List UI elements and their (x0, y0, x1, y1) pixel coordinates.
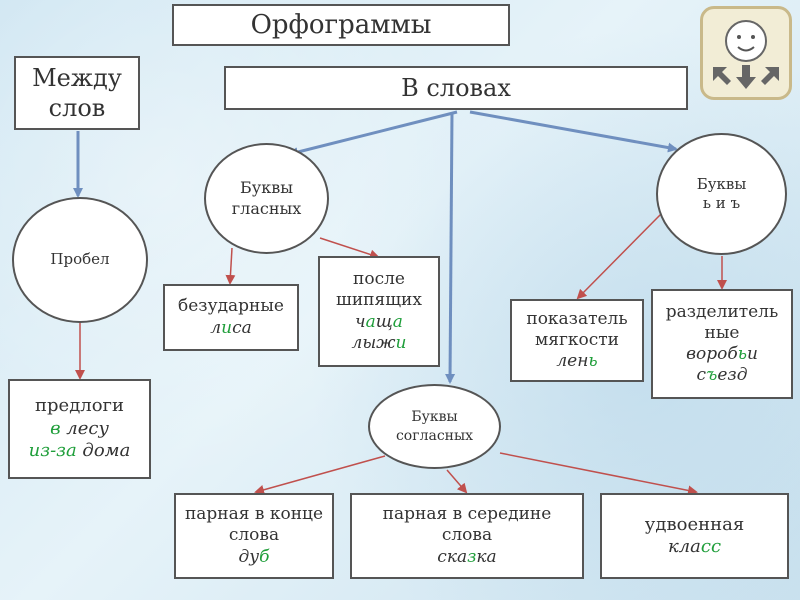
sep-ex2-b: ъ (706, 365, 718, 386)
prep-ex1-b: лесу (60, 417, 109, 439)
in-words-box: В словах (224, 66, 688, 110)
arrow-inwords-to-soft (469, 110, 678, 153)
prep-ex1-a: в (50, 417, 61, 439)
paired-mid-example: сказка (437, 547, 496, 568)
arrow-right-down-icon[interactable] (761, 67, 779, 85)
space-circle: Пробел (12, 197, 148, 323)
softness-label-1: показатель (526, 308, 628, 329)
sep-ex1-a: вороб (686, 344, 738, 364)
space-text: Пробел (50, 250, 110, 269)
consonants-line-1: Буквы (411, 409, 458, 426)
soft-hard-signs-circle: Буквы ь и ъ (656, 133, 787, 255)
unstressed-ex-part-3: са (232, 317, 252, 338)
separating-example-2: съезд (697, 365, 748, 386)
title-box: Орфограммы (172, 4, 510, 46)
separating-signs-box: разделитель ные воробьи съезд (651, 289, 793, 399)
prepositions-box: предлоги в лесу из-за дома (8, 379, 151, 479)
paired-end-example: дуб (238, 547, 269, 568)
arrow-left-down-icon[interactable] (713, 67, 731, 85)
sibilants-label-1: после (353, 269, 405, 289)
soft-ex-b: ь (588, 351, 598, 372)
separating-example-1: воробьи (686, 344, 758, 365)
soft-ex-a: лен (556, 351, 589, 372)
sibilants-label-2: шипящих (336, 290, 422, 311)
sibilants-example-1: чаща (355, 312, 403, 333)
prep-ex2-b: дома (76, 440, 131, 462)
title-text: Орфограммы (250, 9, 432, 40)
consonants-circle: Буквы согласных (368, 384, 501, 469)
softness-example: лень (556, 351, 597, 372)
paired-middle-box: парная в середине слова сказка (350, 493, 584, 579)
sib-ex1-b: а (365, 311, 376, 332)
paired-mid-label-1: парная в середине (382, 504, 552, 525)
arrow-consonants-to-middle (446, 469, 468, 494)
mid-ex-a: ска (437, 546, 468, 567)
sib-ex1-d: а (392, 311, 403, 332)
mid-ex-b: з (467, 546, 477, 567)
sep-ex2-a: с (696, 365, 707, 386)
between-words-box: Между слов (14, 56, 140, 130)
unstressed-ex-part-1: л (210, 317, 222, 338)
unstressed-ex-highlight: и (221, 317, 233, 338)
paired-end-label-1: парная в конце (184, 504, 324, 525)
prep-ex2-a: из-за (28, 440, 77, 462)
sib-ex1-a: ч (355, 311, 366, 332)
softness-label-2: мягкости (535, 329, 619, 350)
doubled-box: удвоенная класс (600, 493, 789, 579)
separating-label-2: ные (704, 322, 740, 343)
arrow-inwords-to-vowels (288, 110, 458, 157)
unstressed-label: безударные (178, 296, 284, 317)
prepositions-example-1: в лесу (50, 418, 109, 441)
doubled-example: класс (668, 536, 721, 559)
dbl-ex-b: сс (700, 536, 722, 557)
sep-ex1-c: и (746, 344, 758, 364)
softness-indicator-box: показатель мягкости лень (510, 299, 644, 382)
sib-ex1-c: щ (375, 311, 393, 332)
sib-ex2-b: и (395, 332, 407, 353)
arrow-vowels-to-unstressed (225, 247, 236, 285)
prepositions-label: предлоги (35, 395, 124, 417)
dbl-ex-a: кла (667, 536, 701, 557)
vowels-line-2: гласных (231, 198, 302, 218)
paired-mid-label-2: слова (441, 525, 493, 546)
navigation-widget[interactable] (700, 6, 792, 100)
arrow-down-icon[interactable] (736, 65, 756, 89)
between-words-line-1: Между (32, 64, 122, 92)
in-words-text: В словах (401, 74, 511, 102)
paired-end-box: парная в конце слова дуб (174, 493, 334, 579)
vowels-line-1: Буквы (240, 177, 293, 197)
mid-ex-c: ка (476, 546, 497, 567)
sib-ex2-a: лыж (351, 332, 396, 353)
arrow-consonants-to-doubled (499, 452, 698, 496)
after-sibilants-box: после шипящих чаща лыжи (318, 256, 440, 367)
soft-hard-line-1: Буквы (696, 174, 747, 193)
separating-label-1: разделитель (665, 301, 779, 322)
unstressed-box: безударные лиса (163, 284, 299, 351)
arrow-soft-to-softness (576, 211, 664, 300)
consonants-line-2: согласных (395, 427, 474, 444)
arrow-inwords-to-consonants (445, 111, 456, 384)
sep-ex1-b: ь (737, 344, 747, 364)
soft-hard-line-2: ь и ъ (702, 194, 741, 212)
sibilants-example-2: лыжи (352, 333, 407, 354)
arrow-consonants-to-end (254, 455, 386, 495)
end-ex-a: ду (238, 546, 260, 567)
smiley-icon (725, 20, 767, 62)
end-ex-b: б (259, 546, 270, 567)
paired-end-label-2: слова (228, 525, 280, 546)
arrow-vowels-to-sibilants (319, 237, 380, 260)
between-words-line-2: слов (48, 94, 106, 122)
sep-ex2-c: езд (717, 365, 748, 386)
prepositions-example-2: из-за дома (29, 440, 131, 463)
doubled-label: удвоенная (644, 513, 745, 535)
vowels-circle: Буквы гласных (204, 143, 329, 254)
unstressed-example: лиса (210, 318, 251, 339)
